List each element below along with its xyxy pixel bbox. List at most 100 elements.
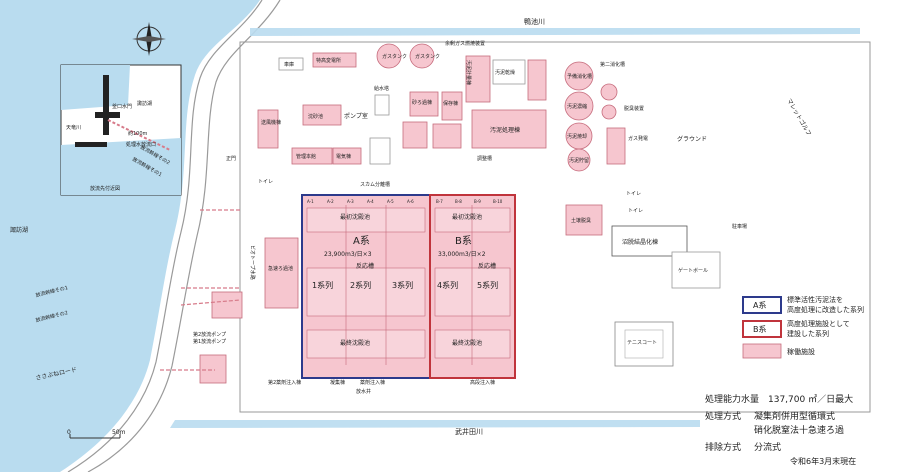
label-haisui1: 第2放流ポンプ [193, 331, 226, 338]
gateball-field [671, 251, 721, 289]
label-odei-keiryo: 汚泥計量棟 [465, 60, 472, 85]
label-cell-a5: A-5 [387, 199, 394, 204]
site-boundary [239, 41, 871, 413]
info-date: 令和6年3月末現在 [790, 456, 856, 466]
system-a-block [301, 194, 431, 379]
label-tennis: テニスコート [627, 340, 657, 346]
label-toilet1: トイレ [258, 179, 273, 185]
legend-a-label: A系 [753, 300, 766, 310]
label-hanno-b: 反応槽 [478, 262, 496, 270]
river-top [250, 28, 860, 36]
label-gateball: ゲートボール [678, 267, 708, 274]
denki-building [332, 147, 362, 165]
label-nou1: 第2薬剤注入棟 [268, 379, 301, 386]
label-dojo: 土壌脱臭 [571, 217, 591, 224]
label-tokuatsu: 特高変電所 [316, 57, 341, 64]
label-nou3: 高段注入棟 [470, 379, 495, 386]
label-outfall: 処理水放流口 [126, 141, 156, 148]
label-cell-a4: A-4 [367, 199, 374, 204]
label-cap-b: 33,000m3/日×2 [438, 251, 486, 258]
label-saikyu-b: 最終沈殿池 [452, 339, 482, 347]
label-bouka: 砂ろ過棟 [412, 99, 432, 106]
sand-filter-building [409, 91, 439, 117]
info-capacity-value: 137,700 ㎥／日最大 [768, 393, 853, 405]
legend-active-swatch [742, 343, 782, 359]
label-kyusoku: 急速ろ過池 [268, 265, 293, 272]
label-mizu: 給水塔 [374, 85, 389, 92]
scale-bar [69, 434, 121, 439]
label-saikyu-a: 最終沈殿池 [340, 339, 370, 347]
label-suzu: 脱臭装置 [624, 105, 644, 112]
label-gas-pipe: 余剰ガス燃焼装置 [445, 40, 485, 47]
label-yobi: 予備消化槽 [567, 73, 592, 80]
label-dist100: 約100m [128, 130, 148, 137]
label-parking: 駐車場 [732, 223, 747, 230]
legend-b-text1: 高度処理施設として [787, 319, 850, 328]
shoka-tower [369, 137, 391, 165]
syako-building [278, 57, 304, 71]
label-osen: 汚泥処理棟 [490, 126, 520, 134]
legend-b-label: B系 [753, 324, 767, 334]
dojo-building [565, 204, 603, 236]
hozon-building [441, 91, 463, 121]
label-nou2: 薬剤注入棟 [360, 379, 385, 386]
label-sumi: 沼脱結晶化棟 [622, 238, 658, 246]
river-bottom [170, 420, 700, 428]
label-series-5: 5系列 [477, 280, 498, 290]
info-method-line1: 凝集剤併用型循環式 [754, 410, 835, 422]
mizu-tower [374, 94, 390, 116]
label-tenryu: 天竜川 [66, 124, 81, 131]
label-hozon: 保存棟 [443, 100, 458, 107]
label-toilet3: トイレ [628, 208, 643, 214]
legend-a-text1: 標準活性汚泥法を [787, 295, 843, 304]
compass-icon [132, 22, 166, 56]
info-drain-value: 分流式 [754, 441, 781, 453]
yobi-building [527, 59, 547, 101]
blower-building [402, 121, 428, 149]
label-cell-a1: A-1 [307, 199, 314, 204]
label-saikyo: 調整槽 [477, 155, 492, 162]
legend-b-swatch [742, 320, 782, 338]
label-ground: グラウンド [677, 135, 707, 143]
digester-1 [564, 61, 594, 91]
pump-house-2 [211, 291, 243, 319]
label-hanno-a: 反応槽 [356, 262, 374, 270]
label-sys-b: B系 [455, 235, 472, 247]
label-river-top: 鴨池川 [524, 17, 545, 26]
legend-a-swatch [742, 296, 782, 314]
label-sokai: 送風機棟 [261, 119, 281, 126]
tennis-court [614, 321, 674, 367]
scale-zero: 0 [67, 429, 71, 436]
kanri-building [291, 147, 333, 165]
label-golf: マレットゴルフ [785, 97, 813, 137]
digester-2 [564, 91, 594, 121]
rapid-filter [264, 237, 299, 309]
label-cell-b7: B-7 [436, 199, 443, 204]
gas-tank-2 [409, 43, 435, 69]
pump-house-1 [199, 354, 227, 384]
tokuatsu-building [312, 52, 357, 68]
label-bangou2: 第二消化槽 [600, 61, 625, 68]
label-scum: スカム分離槽 [360, 181, 390, 188]
label-series-3: 3系列 [392, 280, 413, 290]
label-cell-a2: A-2 [327, 199, 334, 204]
sumi-building [611, 225, 688, 257]
label-cell-b8: B-8 [455, 199, 462, 204]
info-method-line2: 硝化脱窒法十急速ろ過 [754, 424, 844, 436]
label-saisho-b: 最初沈殿池 [452, 213, 482, 221]
label-soshu: 汚泥濃縮 [567, 103, 587, 110]
label-gasho: ガス発電 [628, 135, 648, 142]
chinsa-building [302, 104, 342, 126]
label-syako: 車庫 [284, 61, 294, 68]
label-gas1: ガスタンク [382, 53, 407, 60]
label-series-4: 4系列 [437, 280, 458, 290]
info-capacity-label: 処理能力水量 [705, 393, 759, 405]
label-kamaguchi: 釜口水門 [112, 103, 132, 110]
label-saisho-a: 最初沈殿池 [340, 213, 370, 221]
label-pump: ポンプ室 [344, 112, 368, 120]
label-kanso: 汚泥乾燥 [495, 69, 515, 76]
label-haisui2: 第1放流ポンプ [193, 338, 226, 345]
digester-4 [567, 148, 591, 172]
